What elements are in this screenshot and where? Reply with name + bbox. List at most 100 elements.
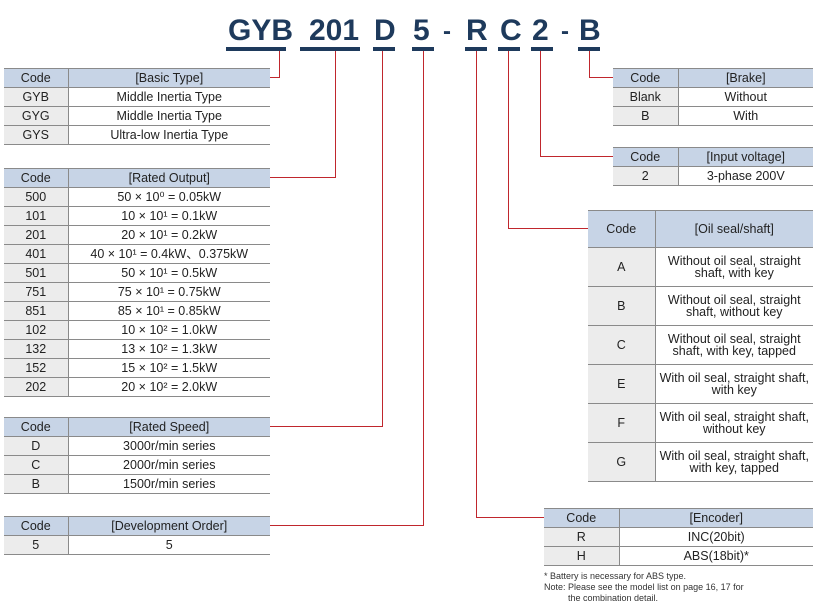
cell-code: D xyxy=(4,436,69,456)
cell-code: GYS xyxy=(4,125,69,145)
cell-code: 500 xyxy=(4,187,69,207)
table-header: Code [Rated Output] xyxy=(4,168,270,188)
cell-code: 5 xyxy=(4,535,69,555)
cell-value: ABS(18bit)* xyxy=(619,546,813,566)
cell-code: 102 xyxy=(4,320,69,340)
cell-value: 15 × 10² = 1.5kW xyxy=(68,358,270,378)
header-code: Code xyxy=(4,68,69,88)
table-header: Code [Input voltage] xyxy=(613,147,813,167)
cell-code: 132 xyxy=(4,339,69,359)
cell-value: 3000r/min series xyxy=(68,436,270,456)
model-part-input-voltage: 2 xyxy=(532,14,549,47)
cell-code: G xyxy=(588,442,656,482)
cell-value: Middle Inertia Type xyxy=(68,106,270,126)
underline-oil-seal xyxy=(498,47,520,51)
model-separator: - xyxy=(443,18,451,45)
cell-code: F xyxy=(588,403,656,443)
underline-encoder xyxy=(465,47,487,51)
cell-code: GYG xyxy=(4,106,69,126)
header-title: [Brake] xyxy=(678,68,813,88)
underline-brake xyxy=(578,47,600,51)
underline-development-order xyxy=(412,47,434,51)
leader-line xyxy=(508,228,588,229)
cell-value: Without oil seal, straight shaft, withou… xyxy=(655,286,813,326)
cell-value: Without oil seal, straight shaft, with k… xyxy=(655,325,813,365)
header-code: Code xyxy=(4,417,69,437)
cell-code: C xyxy=(588,325,656,365)
table-header: Code [Development Order] xyxy=(4,516,270,536)
table-header: Code [Basic Type] xyxy=(4,68,270,88)
header-code: Code xyxy=(544,508,620,528)
footnote-model-list: Note: Please see the model list on page … xyxy=(544,582,744,592)
cell-value: 10 × 10² = 1.0kW xyxy=(68,320,270,340)
cell-code: E xyxy=(588,364,656,404)
leader-line xyxy=(335,51,336,178)
cell-value: With oil seal, straight shaft, without k… xyxy=(655,403,813,443)
header-title: [Encoder] xyxy=(619,508,813,528)
cell-code: C xyxy=(4,455,69,475)
cell-code: 851 xyxy=(4,301,69,321)
cell-code: B xyxy=(4,474,69,494)
cell-value: 2000r/min series xyxy=(68,455,270,475)
cell-value: 1500r/min series xyxy=(68,474,270,494)
table-header: Code [Brake] xyxy=(613,68,813,88)
cell-code: H xyxy=(544,546,620,566)
footnote-combination: the combination detail. xyxy=(568,593,659,603)
cell-value: Middle Inertia Type xyxy=(68,87,270,107)
cell-value: 40 × 10¹ = 0.4kW、0.375kW xyxy=(68,244,270,264)
model-separator: - xyxy=(561,18,569,45)
cell-value: 20 × 10¹ = 0.2kW xyxy=(68,225,270,245)
leader-line xyxy=(279,51,280,78)
header-title: [Development Order] xyxy=(68,516,270,536)
header-title: [Rated Output] xyxy=(68,168,270,188)
table-header: Code [Rated Speed] xyxy=(4,417,270,437)
cell-value: Without oil seal, straight shaft, with k… xyxy=(655,247,813,287)
model-part-basic-type: GYB xyxy=(228,14,294,47)
cell-value: 10 × 10¹ = 0.1kW xyxy=(68,206,270,226)
underline-rated-speed xyxy=(373,47,395,51)
header-code: Code xyxy=(588,210,656,248)
model-part-rated-output: 201 xyxy=(309,14,360,47)
header-title: [Input voltage] xyxy=(678,147,813,167)
cell-value: With oil seal, straight shaft, with key,… xyxy=(655,442,813,482)
cell-value: INC(20bit) xyxy=(619,527,813,547)
cell-code: 152 xyxy=(4,358,69,378)
model-part-development-order: 5 xyxy=(413,14,430,47)
leader-line xyxy=(589,51,590,78)
leader-line xyxy=(270,177,336,178)
header-title: [Oil seal/shaft] xyxy=(655,210,813,248)
cell-value: 85 × 10¹ = 0.85kW xyxy=(68,301,270,321)
underline-input-voltage xyxy=(531,47,553,51)
model-part-oil-seal: C xyxy=(500,14,522,47)
header-code: Code xyxy=(4,168,69,188)
cell-value: 5 xyxy=(68,535,270,555)
leader-line xyxy=(270,77,280,78)
